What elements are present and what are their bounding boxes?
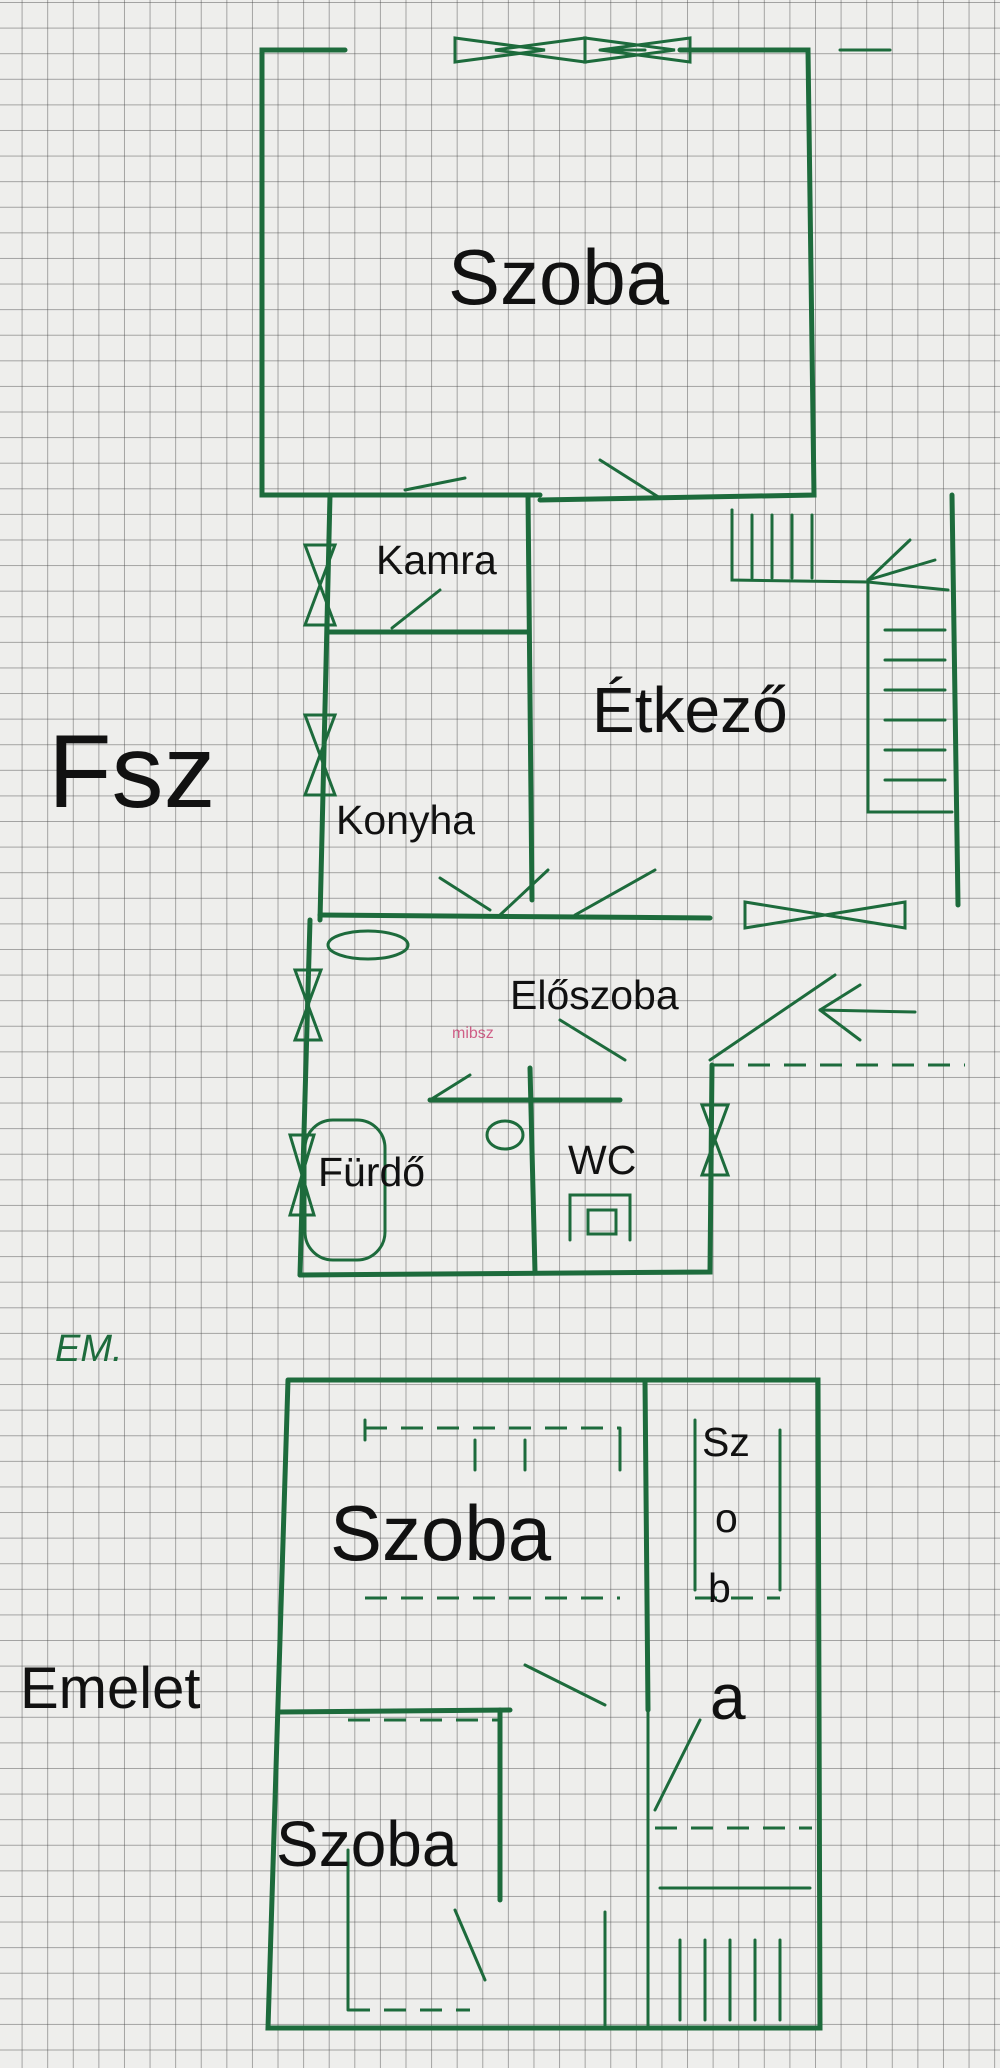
upper-floor-walls	[265, 1377, 823, 2031]
room-label-vertical-3: b	[708, 1565, 731, 1611]
fixtures	[303, 929, 632, 1262]
room-label-bathroom: Fürdő	[318, 1149, 426, 1195]
window-symbol	[453, 36, 692, 64]
floor-label-ground: Fsz	[48, 714, 216, 830]
staircase	[730, 508, 954, 814]
upper-staircase	[603, 1886, 812, 2027]
room-label-vertical-2: o	[715, 1495, 738, 1541]
room-label-vertical-4: a	[710, 1661, 746, 1733]
window-symbol	[302, 543, 907, 930]
upper-furniture	[346, 1418, 812, 2012]
door-swing	[598, 458, 662, 500]
room-label-hall: Előszoba	[510, 972, 679, 1018]
room-label-large-room: Szoba	[330, 1489, 552, 1577]
room-label-vertical-1: Sz	[702, 1419, 750, 1465]
room-label-kitchen: Konyha	[336, 797, 476, 843]
room-label-living-room: Szoba	[448, 233, 670, 321]
door-swing	[403, 476, 467, 492]
floor-label-upper: Emelet	[20, 1656, 201, 1721]
watermark-logo: mibsz	[452, 1025, 494, 1042]
room-label-small-room: Szoba	[276, 1808, 458, 1880]
room-label-toilet: WC	[568, 1137, 637, 1183]
window-symbol	[287, 968, 731, 1217]
pantry-walls	[325, 492, 543, 903]
room-label-dining: Étkező	[592, 674, 788, 746]
room-label-pantry: Kamra	[376, 537, 497, 583]
upper-floor-note: EM.	[55, 1328, 123, 1370]
